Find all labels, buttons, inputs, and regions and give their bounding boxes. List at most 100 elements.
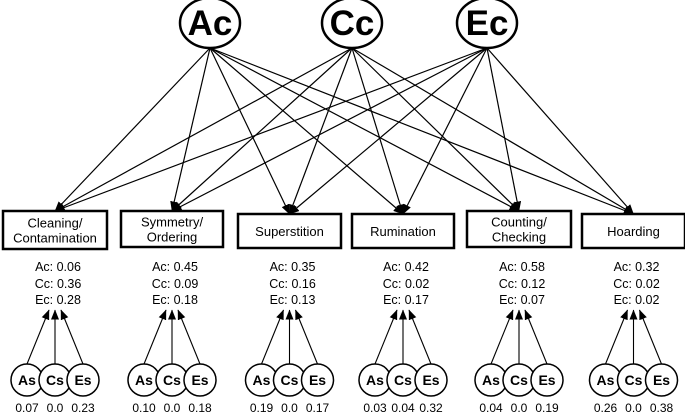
specific-circle [66, 363, 100, 397]
latent-ellipse [455, 0, 519, 50]
specific-label: As [135, 372, 153, 388]
specific-node-as: As0.19 [244, 363, 279, 415]
dimension-counting: Counting/Checking [465, 209, 573, 249]
path-Ac-to-counting [209, 47, 520, 212]
coefficient-label: Cc: 0.16 [269, 277, 316, 291]
latent-ellipse [320, 0, 384, 50]
specific-label: As [253, 372, 271, 388]
dimension-label-line: Cleaning/ [28, 216, 83, 231]
path-Cc-to-symmetry [171, 47, 353, 212]
specific-circle [644, 363, 679, 397]
coefficient-label: Cc: 0.09 [152, 277, 199, 291]
dimension-box [1, 209, 109, 251]
path-Cc-to-superstition [288, 47, 353, 215]
specific-value: 0.23 [71, 401, 95, 415]
dimension-box [465, 209, 573, 249]
specific-node-as: As 0.10 [127, 363, 161, 415]
specific-circle [414, 363, 448, 397]
specific-node-es: Es 0.18 [183, 363, 217, 415]
specific-value: 0.0 [511, 401, 528, 415]
specific-node-es: Es 0.38 [644, 363, 679, 415]
specific-label: Cs [281, 372, 299, 388]
specific-node-as: As 0.26 [588, 363, 623, 415]
specific-node-cs: Cs0.0 [616, 363, 651, 415]
specific-label: As [18, 372, 36, 388]
specific-value: 0.10 [132, 401, 156, 415]
path-Cc-to-rumination [351, 47, 405, 215]
latent-node-cc: Cc [320, 0, 384, 50]
coefficient-label: Ec: 0.28 [35, 293, 81, 307]
dimension-label-line: Hoarding [607, 224, 660, 239]
specific-node-es: Es0.17 [300, 363, 335, 415]
path-es-to-superstition [294, 309, 319, 365]
dimension-box [350, 212, 456, 250]
specific-factor-paths [26, 309, 663, 365]
specific-node-as: As 0.07 [10, 363, 44, 415]
coefficient-label: Ac: 0.58 [499, 260, 545, 274]
coefficient-label: Ec: 0.07 [499, 293, 545, 307]
specific-node-cs: Cs0.04 [386, 363, 420, 415]
specific-node-cs: Cs0.0 [155, 363, 189, 415]
common-factor-paths [54, 47, 634, 215]
dimension-label-line: Checking [492, 230, 546, 245]
latent-node-ac: Ac [178, 0, 242, 50]
path-as-to-cleaning [26, 309, 50, 365]
specific-label: Es [191, 372, 208, 388]
specific-value: 0.38 [650, 401, 674, 415]
dimension-symmetry: Symmetry/Ordering [119, 209, 225, 249]
specific-value: 0.18 [188, 401, 212, 415]
specific-label: Es [538, 372, 555, 388]
specific-label: As [597, 372, 615, 388]
specific-node-es: Es 0.23 [66, 363, 100, 415]
path-Ec-to-counting [486, 47, 522, 212]
path-es-to-rumination [408, 309, 432, 365]
latent-label: Cc [330, 4, 375, 43]
path-as-to-rumination [374, 309, 398, 365]
dimension-hoarding: Hoarding [580, 212, 685, 250]
specific-label: Cs [510, 372, 528, 388]
path-es-to-hoarding [638, 309, 663, 365]
specific-label: Es [74, 372, 91, 388]
path-Ec-to-superstition [289, 47, 488, 215]
specific-value: 0.0 [281, 401, 298, 415]
path-Ac-to-hoarding [209, 47, 634, 215]
latent-label: Ec [466, 4, 509, 43]
path-Ec-to-symmetry [171, 47, 488, 212]
specific-node-es: Es0.19 [530, 363, 564, 415]
specific-value: 0.07 [15, 401, 39, 415]
path-Ac-to-superstition [209, 47, 291, 215]
specific-value: 0.17 [306, 401, 330, 415]
coefficient-label: Ec: 0.02 [614, 293, 660, 307]
coefficient-label: Ac: 0.06 [35, 260, 81, 274]
specific-value: 0.32 [419, 401, 443, 415]
coefficient-label: Cc: 0.36 [35, 277, 82, 291]
path-es-to-cleaning [60, 309, 84, 365]
dimension-label-line: Contamination [13, 231, 97, 246]
path-Ac-to-rumination [209, 47, 404, 215]
specific-value: 0.03 [363, 401, 387, 415]
dimension-label-line: Symmetry/ [141, 215, 204, 230]
specific-label: Cs [625, 372, 643, 388]
specific-value: 0.26 [594, 401, 618, 415]
path-as-to-superstition [260, 309, 285, 365]
coefficient-label: Ec: 0.18 [152, 293, 198, 307]
path-es-to-symmetry [177, 309, 201, 365]
specific-value: 0.04 [391, 401, 415, 415]
dimension-rumination: Rumination [350, 212, 456, 250]
dimension-superstition: Superstition [236, 212, 343, 250]
specific-node-as: As 0.03 [358, 363, 392, 415]
latent-label: Ac [188, 4, 233, 43]
latent-ellipse [178, 0, 242, 50]
coefficient-label: Ac: 0.45 [152, 260, 198, 274]
dimension-box [236, 212, 343, 250]
coefficient-label: Ec: 0.17 [383, 293, 429, 307]
specific-label: As [366, 372, 384, 388]
specific-label: Es [653, 372, 670, 388]
coefficient-label: Cc: 0.12 [499, 277, 546, 291]
